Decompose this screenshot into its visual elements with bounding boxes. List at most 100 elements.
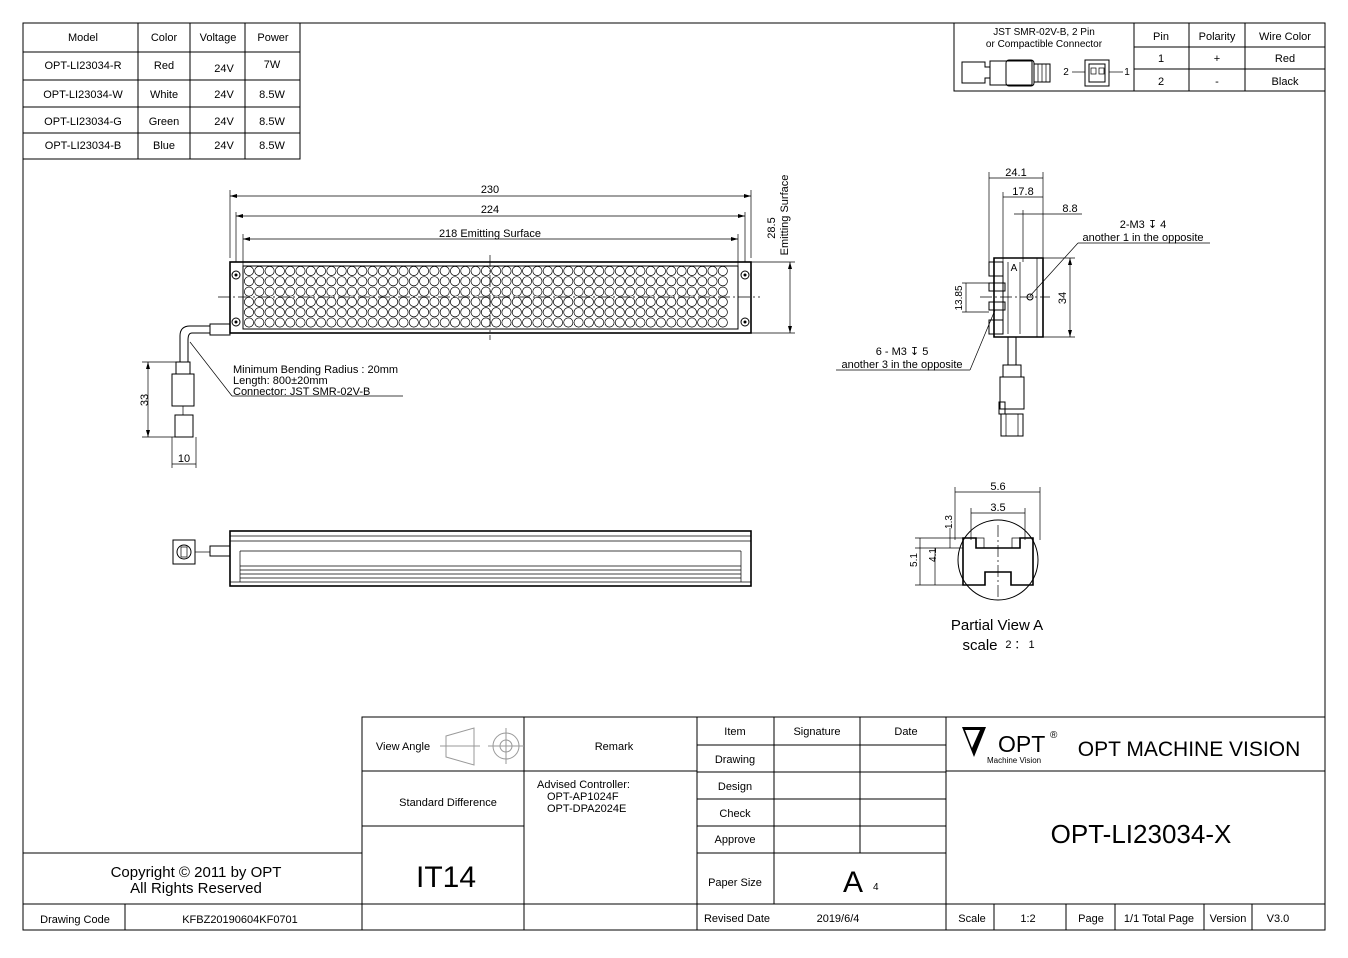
led-dot — [439, 276, 450, 287]
dim-1-3: 1.3 — [944, 515, 955, 529]
led-dot — [450, 276, 460, 287]
logo-registered: ® — [1050, 730, 1058, 741]
led-dot — [573, 276, 584, 287]
table-cell: Red — [1275, 53, 1295, 65]
voltage-header: Voltage — [200, 32, 237, 44]
led-dot — [274, 296, 285, 307]
led-dot — [573, 296, 584, 307]
led-dot — [717, 286, 728, 297]
led-dot — [656, 317, 666, 328]
led-dot — [491, 276, 502, 287]
led-dot — [553, 276, 563, 287]
led-dot — [645, 296, 656, 307]
led-dot — [305, 266, 316, 276]
led-dot — [326, 296, 337, 307]
led-dot — [563, 317, 574, 328]
led-dot — [625, 286, 636, 297]
led-dot — [439, 307, 450, 318]
led-dot — [686, 266, 697, 276]
led-dot — [460, 266, 471, 276]
led-dot — [614, 296, 625, 307]
revised-date-label: Revised Date — [704, 913, 770, 925]
led-dot — [594, 307, 605, 318]
paper-size-sub: 4 — [873, 882, 879, 893]
led-dot — [480, 266, 491, 276]
led-dot — [604, 307, 615, 318]
led-dot — [553, 296, 563, 307]
led-dot — [480, 296, 491, 307]
table-cell: Green — [149, 116, 180, 128]
led-dot — [305, 276, 316, 287]
scale-value: 1:2 — [1020, 913, 1035, 925]
led-dot — [254, 266, 265, 276]
table-cell: Blue — [153, 140, 175, 152]
power-header: Power — [257, 32, 289, 44]
led-dot — [295, 286, 306, 297]
pin-header: Pin — [1153, 31, 1169, 43]
led-dot — [645, 266, 656, 276]
led-dot — [491, 286, 502, 297]
led-dot — [573, 286, 584, 297]
led-dot — [377, 286, 388, 297]
led-dot — [532, 296, 543, 307]
led-dot — [470, 276, 481, 287]
led-dot — [563, 296, 574, 307]
table-cell: 8.5W — [259, 140, 285, 152]
led-dot — [553, 266, 563, 276]
led-dot — [244, 286, 254, 297]
note-m3-depth4: 2-M3 ↧ 4 — [1120, 219, 1167, 231]
table-cell: OPT-LI23034-R — [44, 60, 121, 72]
led-dot — [697, 317, 708, 328]
led-dot — [480, 317, 491, 328]
led-dot — [707, 286, 718, 297]
polarity-header: Polarity — [1199, 31, 1236, 43]
led-dot — [295, 296, 306, 307]
led-dot — [635, 317, 646, 328]
led-dot — [676, 296, 687, 307]
copyright-line2: All Rights Reserved — [130, 880, 262, 897]
led-dot — [398, 317, 409, 328]
led-dot — [614, 307, 625, 318]
led-dot — [511, 317, 522, 328]
led-dot — [604, 296, 615, 307]
led-dot — [408, 296, 419, 307]
connector-drawing: 2 1 — [961, 59, 1130, 87]
led-dot — [316, 286, 327, 297]
led-dot — [553, 307, 563, 318]
led-dot — [645, 307, 656, 318]
led-dot — [697, 266, 708, 276]
partial-view-scale-label: scale — [962, 637, 997, 654]
connector-subtitle: or Compactible Connector — [986, 39, 1103, 50]
paper-size-label: Paper Size — [708, 877, 762, 889]
led-dot — [573, 317, 584, 328]
led-dot — [656, 276, 666, 287]
led-dot — [594, 266, 605, 276]
led-dot — [625, 266, 636, 276]
led-dot — [254, 317, 265, 328]
table-cell: 7W — [264, 59, 281, 71]
led-dot — [388, 317, 399, 328]
led-dot — [295, 266, 306, 276]
led-dot — [645, 317, 656, 328]
led-dot — [542, 307, 553, 318]
note-length: Length: 800±20mm — [233, 375, 328, 387]
partial-view-title: Partial View A — [951, 617, 1043, 634]
partial-view-a: 5.6 3.5 1.3 4.1 5.1 Partial View A scale… — [909, 481, 1043, 654]
led-dot — [264, 317, 275, 328]
led-dot — [326, 286, 337, 297]
led-dot — [439, 317, 450, 328]
date-header: Date — [894, 726, 917, 738]
pin-label: 2 — [1063, 67, 1069, 78]
led-dot — [264, 266, 275, 276]
led-dot — [666, 276, 677, 287]
led-dot — [697, 286, 708, 297]
dim-5-6: 5.6 — [990, 481, 1005, 493]
advised-controller-1: OPT-AP1024F — [547, 791, 619, 803]
detail-circle — [957, 519, 1039, 601]
dim-230: 230 — [481, 184, 499, 196]
led-dot — [707, 296, 718, 307]
led-dot — [439, 296, 450, 307]
dim-10: 10 — [178, 453, 190, 465]
standard-difference-label: Standard Difference — [399, 797, 497, 809]
led-dot — [244, 307, 254, 318]
